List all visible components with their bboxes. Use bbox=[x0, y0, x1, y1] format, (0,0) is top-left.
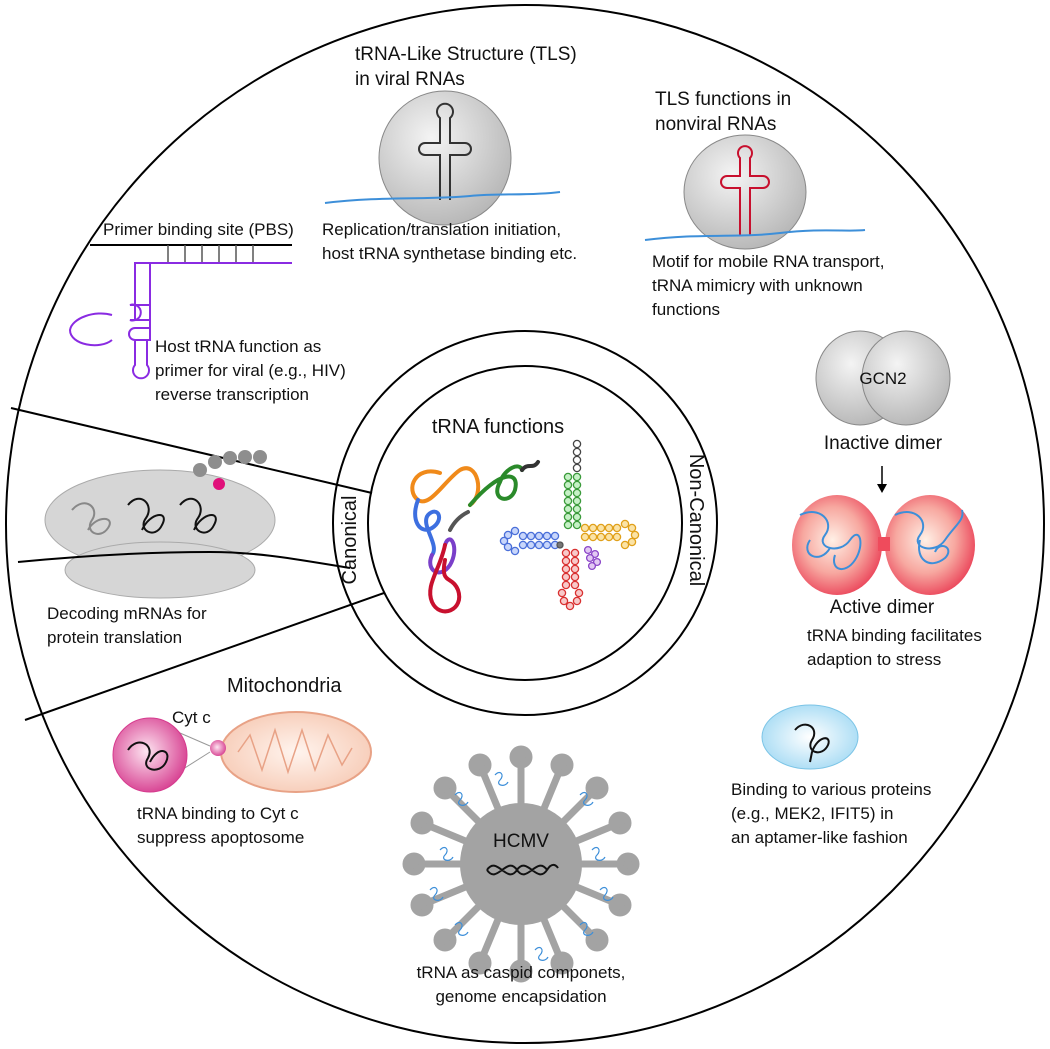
hcmv-trna-decorations bbox=[429, 771, 614, 961]
gcn2-caption-1: tRNA binding facilitates bbox=[807, 626, 982, 645]
aptamer-caption-2: (e.g., MEK2, IFIT5) in bbox=[731, 804, 894, 823]
tls-nonviral-title-1: TLS functions in bbox=[655, 89, 791, 110]
mitochondrion bbox=[220, 711, 372, 793]
tls-viral-caption-2: host tRNA synthetase binding etc. bbox=[322, 244, 577, 263]
trna-a-site bbox=[179, 497, 217, 534]
mitochondria-panel: Mitochondria Cyt c tRNA binding to Cyt c… bbox=[112, 675, 372, 847]
divider-upper bbox=[10, 407, 373, 494]
tls-viral-rna-strand bbox=[324, 191, 561, 204]
tls-nonviral-title-2: nonviral RNAs bbox=[655, 114, 776, 135]
gcn2-arrowhead bbox=[877, 484, 887, 493]
decoding-panel: Decoding mRNAs for protein translation bbox=[17, 450, 351, 647]
aptamer-protein bbox=[761, 704, 859, 770]
gcn2-bound-trna-right bbox=[894, 509, 964, 565]
aptamer-panel: Binding to various proteins (e.g., MEK2,… bbox=[731, 704, 931, 847]
tls-nonviral-caption-3: functions bbox=[652, 300, 720, 319]
gcn2-bound-trna-left bbox=[799, 511, 862, 570]
pbs-caption-1: Host tRNA function as bbox=[155, 337, 321, 356]
incoming-amino-acid bbox=[213, 478, 225, 490]
cytc-bound-trna bbox=[127, 741, 169, 771]
noncanonical-label: Non-Canonical bbox=[685, 454, 707, 586]
trna-p-site bbox=[127, 497, 165, 534]
gcn2-caption-2: adaption to stress bbox=[807, 650, 941, 669]
hcmv-panel: HCMV tRNA as caspid componets, genome en… bbox=[402, 745, 640, 1006]
hcmv-capsid bbox=[460, 803, 582, 925]
inner-circle bbox=[367, 365, 683, 681]
pbs-base-pairs bbox=[167, 245, 254, 263]
gcn2-protein-label: GCN2 bbox=[859, 369, 906, 388]
gcn2-inactive-label: Inactive dimer bbox=[824, 433, 943, 454]
mitochondria-caption-1: tRNA binding to Cyt c bbox=[137, 804, 299, 823]
aptamer-caption-1: Binding to various proteins bbox=[731, 780, 931, 799]
pbs-label: Primer binding site (PBS) bbox=[103, 220, 294, 239]
gcn2-active-right-lobe bbox=[885, 495, 975, 595]
middle-circle bbox=[332, 330, 718, 716]
hcmv-label: HCMV bbox=[493, 831, 549, 852]
mrna-strand bbox=[17, 550, 351, 569]
tls-nonviral-ribosome bbox=[683, 134, 807, 250]
gcn2-active-label: Active dimer bbox=[830, 597, 935, 618]
tls-viral-title-1: tRNA-Like Structure (TLS) bbox=[355, 44, 577, 65]
trna-cloverleaf bbox=[499, 439, 640, 611]
decoding-caption-2: protein translation bbox=[47, 628, 182, 647]
tls-viral-title-2: in viral RNAs bbox=[355, 69, 465, 90]
center-title: tRNA functions bbox=[432, 416, 564, 438]
cytc-label: Cyt c bbox=[172, 708, 211, 727]
gcn2-panel: GCN2 Inactive dimer Active dimer tRNA bi… bbox=[792, 330, 982, 669]
cytc-molecule bbox=[210, 740, 226, 756]
tls-nonviral-caption-1: Motif for mobile RNA transport, bbox=[652, 252, 884, 271]
tls-nonviral-rna-strand bbox=[644, 229, 866, 241]
trna-3d-structure bbox=[410, 460, 540, 614]
hcmv-dna-helix bbox=[486, 863, 559, 876]
tls-viral-ribosome bbox=[378, 90, 512, 226]
tls-viral-cloverleaf bbox=[418, 102, 472, 200]
canonical-label: Canonical bbox=[339, 496, 361, 585]
tls-nonviral-cloverleaf bbox=[720, 145, 770, 235]
hcmv-caption-1: tRNA as caspid componets, bbox=[417, 963, 626, 982]
tls-nonviral-caption-2: tRNA mimicry with unknown bbox=[652, 276, 863, 295]
pbs-caption-2: primer for viral (e.g., HIV) bbox=[155, 361, 346, 380]
divider-lower bbox=[24, 592, 385, 721]
peptide-chain bbox=[193, 450, 267, 477]
mitochondria-caption-2: suppress apoptosome bbox=[137, 828, 304, 847]
tls-viral-caption-1: Replication/translation initiation, bbox=[322, 220, 561, 239]
gcn2-linker bbox=[878, 537, 890, 551]
gcn2-active-left-lobe bbox=[792, 495, 882, 595]
mitochondrion-cristae bbox=[237, 727, 353, 775]
decoding-caption-1: Decoding mRNAs for bbox=[47, 604, 207, 623]
gcn2-inactive-right-lobe bbox=[861, 330, 951, 426]
pbs-panel: Primer binding site (PBS) Host tRNA func… bbox=[68, 220, 346, 404]
hcmv-caption-2: genome encapsidation bbox=[435, 987, 606, 1006]
pbs-caption-3: reverse transcription bbox=[155, 385, 309, 404]
aptamer-caption-3: an aptamer-like fashion bbox=[731, 828, 908, 847]
tls-nonviral-panel: TLS functions in nonviral RNAs Motif for… bbox=[644, 89, 884, 319]
outer-circle bbox=[5, 4, 1045, 1044]
ribosome-small-subunit bbox=[64, 541, 256, 599]
mitochondria-title: Mitochondria bbox=[227, 675, 342, 697]
trna-e-site bbox=[71, 502, 111, 535]
pbs-primer-trna bbox=[68, 262, 292, 380]
aptamer-bound-trna bbox=[794, 723, 830, 763]
tls-viral-panel: tRNA-Like Structure (TLS) in viral RNAs … bbox=[322, 44, 577, 263]
